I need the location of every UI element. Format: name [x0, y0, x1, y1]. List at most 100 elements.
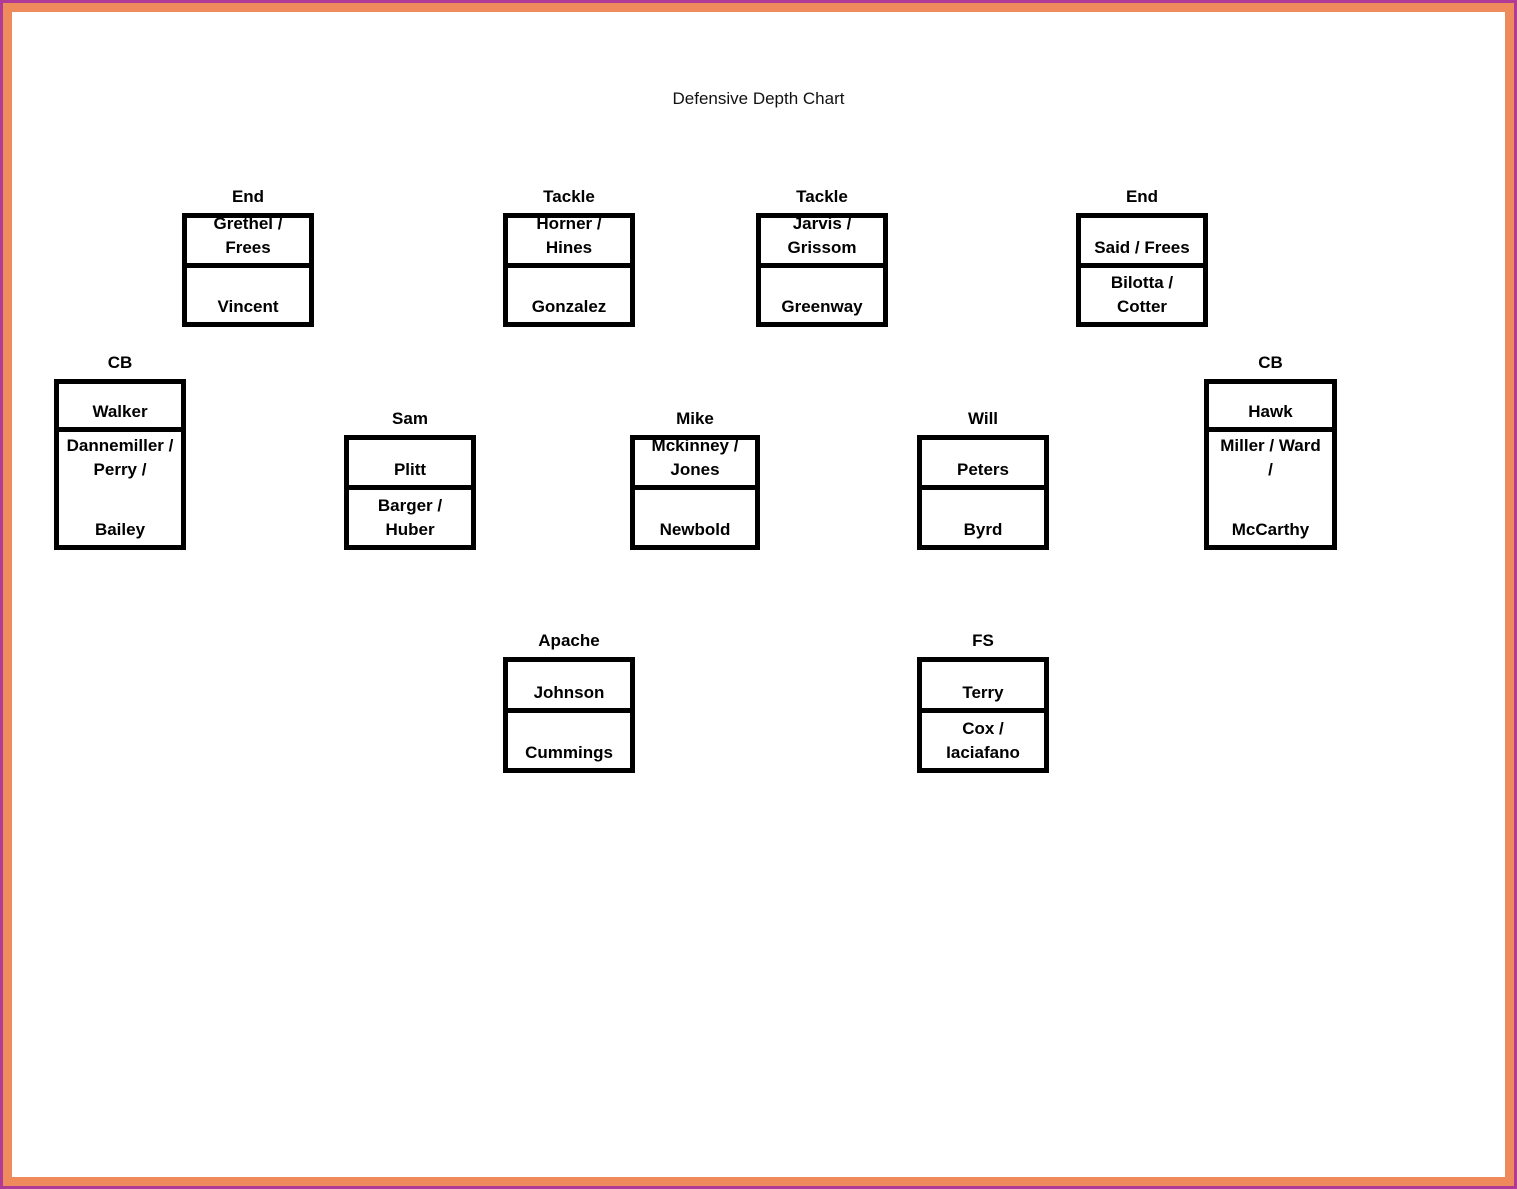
player-name-group: Grethel / Frees	[190, 212, 306, 260]
player-name-group: Bilotta / Cotter	[1084, 271, 1200, 319]
player-name-group: Jarvis / Grissom	[764, 212, 880, 260]
backup-cell-fs: Cox / Iaciafano	[922, 713, 1044, 768]
player-name: Cox /	[962, 719, 1004, 738]
player-name: Grissom	[787, 238, 857, 257]
starter-cell-cb-right: Hawk	[1209, 384, 1332, 432]
player-name: Greenway	[781, 297, 863, 316]
starter-cell-tackle-right: Jarvis / Grissom	[761, 214, 883, 268]
position-label-cb-right: CB	[1258, 353, 1283, 372]
player-name-group: Vincent	[190, 295, 306, 319]
player-name: Gonzalez	[531, 297, 607, 316]
player-name: Mckinney /	[651, 436, 739, 455]
backup-cell-tackle-left: Gonzalez	[508, 268, 630, 322]
player-name: Horner /	[536, 214, 602, 233]
backup-cell-end-left: Vincent	[187, 268, 309, 322]
backup-cell-apache: Cummings	[508, 713, 630, 768]
player-name: Walker	[92, 402, 148, 421]
player-name-group: Horner / Hines	[511, 212, 627, 260]
player-name-group: Said / Frees	[1084, 236, 1200, 260]
player-name: McCarthy	[1231, 520, 1310, 539]
player-name: Byrd	[963, 520, 1003, 539]
backup-cell-will: Byrd	[922, 490, 1044, 545]
player-name: Huber	[385, 520, 435, 539]
backup-cell-mike: Newbold	[635, 490, 755, 545]
position-label-end-right: End	[1125, 187, 1159, 206]
backup-cell-sam: Barger / Huber	[349, 490, 471, 545]
player-name: Iaciafano	[946, 743, 1020, 762]
player-name: Barger /	[377, 496, 443, 515]
player-name: Newbold	[659, 520, 731, 539]
player-name: Frees	[225, 238, 271, 257]
player-name-group: Gonzalez	[511, 295, 627, 319]
page-title: Defensive Depth Chart	[672, 89, 845, 108]
player-name: Miller / Ward	[1220, 436, 1321, 455]
player-name: Peters	[957, 460, 1009, 479]
player-name: Perry /	[93, 460, 147, 479]
player-name: Cotter	[1116, 297, 1168, 316]
player-name: Hines	[545, 238, 593, 257]
player-name-group: Dannemiller / Perry /	[62, 434, 178, 482]
player-name-group: Walker	[62, 400, 178, 424]
backup-cell-tackle-right: Greenway	[761, 268, 883, 322]
position-label-end-left: End	[231, 187, 265, 206]
player-name: Cummings	[525, 743, 613, 762]
player-name: Vincent	[217, 297, 279, 316]
player-name: Said / Frees	[1094, 238, 1190, 257]
player-name-group: Barger / Huber	[352, 494, 468, 542]
player-name: Johnson	[533, 683, 605, 702]
player-name: Terry	[962, 683, 1004, 702]
player-name: Bailey	[94, 520, 146, 539]
backup-cell-cb-right: Miller / Ward / McCarthy	[1209, 432, 1332, 545]
position-label-tackle-right: Tackle	[796, 187, 848, 206]
player-name: Bilotta /	[1110, 273, 1174, 292]
player-name-group: Cox / Iaciafano	[925, 717, 1041, 765]
player-name-group: Newbold	[638, 518, 752, 542]
backup-cell-cb-left: Dannemiller / Perry / Bailey	[59, 432, 181, 545]
starter-cell-cb-left: Walker	[59, 384, 181, 432]
player-name-group: Cummings	[511, 741, 627, 765]
player-name-group: McCarthy	[1212, 518, 1329, 542]
player-name: Plitt	[393, 460, 427, 479]
player-name: Jones	[670, 460, 720, 479]
player-name-group: Mckinney / Jones	[638, 434, 752, 482]
player-name-group: Johnson	[511, 681, 627, 705]
position-label-will: Will	[967, 409, 999, 428]
player-name: /	[1268, 460, 1273, 479]
player-name-group: Byrd	[925, 518, 1041, 542]
starter-cell-end-left: Grethel / Frees	[187, 214, 309, 268]
position-label-tackle-left: Tackle	[543, 187, 595, 206]
player-name-group: Bailey	[62, 518, 178, 542]
backup-cell-end-right: Bilotta / Cotter	[1081, 268, 1203, 322]
player-name: Hawk	[1248, 402, 1293, 421]
player-name: Dannemiller /	[66, 436, 174, 455]
player-name: Grethel /	[213, 214, 283, 233]
starter-cell-sam: Plitt	[349, 440, 471, 490]
starter-cell-fs: Terry	[922, 662, 1044, 713]
starter-cell-tackle-left: Horner / Hines	[508, 214, 630, 268]
position-label-sam: Sam	[392, 409, 428, 428]
player-name: Jarvis /	[792, 214, 852, 233]
starter-cell-apache: Johnson	[508, 662, 630, 713]
player-name-group: Plitt	[352, 458, 468, 482]
position-label-fs: FS	[972, 631, 994, 650]
position-label-cb-left: CB	[107, 353, 133, 372]
player-name-group: Hawk	[1212, 400, 1329, 424]
player-name-group: Greenway	[764, 295, 880, 319]
starter-cell-mike: Mckinney / Jones	[635, 436, 755, 490]
player-name-group: Miller / Ward /	[1212, 434, 1329, 482]
player-name-group: Peters	[925, 458, 1041, 482]
player-name-group: Terry	[925, 681, 1041, 705]
